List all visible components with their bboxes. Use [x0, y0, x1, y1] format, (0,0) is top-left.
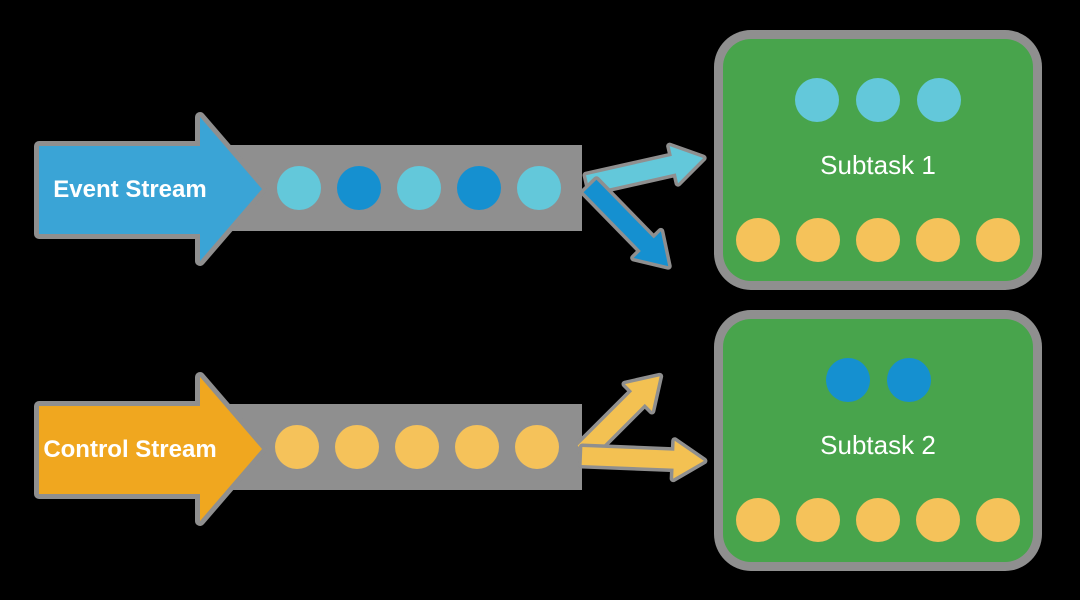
event-stream-label: Event Stream — [53, 176, 207, 203]
gold-dot — [916, 218, 960, 262]
gold-dot — [976, 498, 1020, 542]
subtask-1-bottom-dots — [723, 218, 1033, 262]
dark-blue-dot — [825, 358, 870, 402]
gold-dot — [796, 498, 840, 542]
subtask-2-bottom-dots — [723, 498, 1033, 542]
cyan-dot — [856, 78, 900, 122]
control-stream-arrow — [34, 372, 267, 526]
event-split-arrow-down-icon — [580, 176, 672, 270]
event-stream-arrow — [34, 112, 267, 266]
gold-dot — [856, 218, 900, 262]
gold-dot — [796, 218, 840, 262]
cyan-dot — [917, 78, 961, 122]
subtask-2-top-dots — [723, 358, 1033, 402]
control-split-arrow-right-icon — [578, 437, 708, 483]
gold-dot — [916, 498, 960, 542]
gold-dot — [736, 218, 780, 262]
control-stream-label: Control Stream — [43, 436, 217, 463]
gold-dot — [736, 498, 780, 542]
subtask-2-label: Subtask 2 — [820, 429, 936, 460]
subtask-2-box: Subtask 2 — [723, 319, 1033, 562]
subtask-1-box: Subtask 1 — [723, 39, 1033, 281]
event-stream-arrow-shape — [34, 112, 267, 266]
subtask-1-label: Subtask 1 — [820, 149, 936, 180]
cyan-dot — [795, 78, 839, 122]
dark-blue-dot — [886, 358, 931, 402]
subtask-1-top-dots — [723, 78, 1033, 122]
gold-dot — [856, 498, 900, 542]
gold-dot — [976, 218, 1020, 262]
control-stream-arrow-shape — [34, 372, 267, 526]
